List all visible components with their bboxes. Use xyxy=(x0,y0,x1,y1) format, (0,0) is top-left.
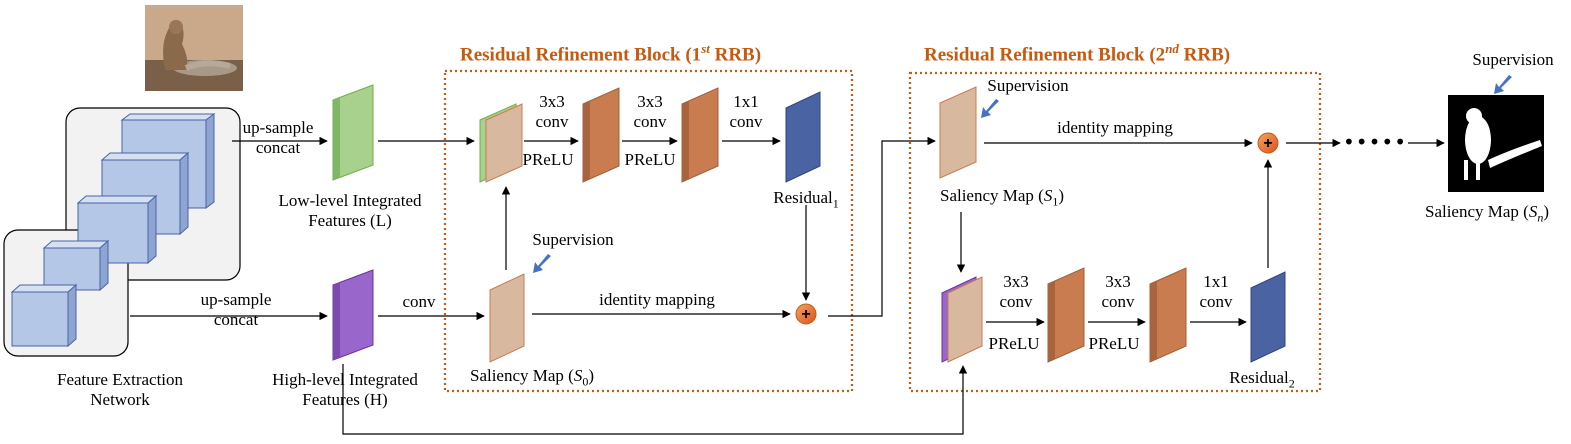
rrb2-title: Residual Refinement Block (2nd RRB) xyxy=(924,41,1231,66)
plus-node-1: + xyxy=(795,303,817,325)
supervision-arrow-icon-2 xyxy=(981,99,999,118)
input-image xyxy=(145,5,243,91)
supervision-arrow-icon-3 xyxy=(1494,75,1512,94)
rrb1-saliency-s0-slab xyxy=(489,273,525,363)
rrb1-border xyxy=(443,69,854,393)
supervision-label-2: Supervision xyxy=(987,76,1069,95)
rrb2-prelu-label-1: PReLU xyxy=(988,334,1040,353)
feature-extraction-network xyxy=(3,107,241,357)
rrb1-concat-slab xyxy=(479,103,523,183)
rrb1-title: Residual Refinement Block (1st RRB) xyxy=(460,41,762,66)
identity-mapping-label-1: identity mapping xyxy=(599,290,715,309)
continuation-dots: ••••• xyxy=(1343,130,1407,154)
rrb1-prelu-label-1: PReLU xyxy=(522,150,574,169)
svg-text:+: + xyxy=(801,306,810,323)
output-saliency-map xyxy=(1448,95,1544,192)
rrb1-conv1-slab xyxy=(582,87,620,183)
supervision-label-3: Supervision xyxy=(1472,50,1554,69)
residual1-label: Residual1 xyxy=(773,188,839,211)
rrb1-residual-slab xyxy=(785,91,821,183)
arrow-rrb1-to-rrb2 xyxy=(828,136,936,317)
supervision-label-1: Supervision xyxy=(532,230,614,249)
rrb1-conv2-slab xyxy=(681,87,719,183)
supervision-arrow-icon xyxy=(533,254,551,273)
plus-node-2: + xyxy=(1257,132,1279,154)
rrb2-conv2-slab xyxy=(1149,267,1187,363)
rrb2-residual-slab xyxy=(1250,271,1286,363)
saliency-s1-label: Saliency Map (S1) xyxy=(939,186,1065,209)
conv-label-high: conv xyxy=(402,292,436,311)
rrb2-prelu-label-2: PReLU xyxy=(1088,334,1140,353)
low-level-features-slab xyxy=(332,84,374,181)
rrb2-concat-slab xyxy=(941,276,983,363)
svg-text:+: + xyxy=(1263,135,1272,152)
rrb1-prelu-label-2: PReLU xyxy=(624,150,676,169)
identity-mapping-label-2: identity mapping xyxy=(1057,118,1173,137)
residual2-label: Residual2 xyxy=(1229,368,1295,391)
rrb2-conv1-slab xyxy=(1047,267,1085,363)
saliency-s0-label: Saliency Map (S0) xyxy=(469,366,595,389)
rrb2-border xyxy=(908,71,1322,393)
arrow-high-to-rrb2 xyxy=(342,364,968,435)
high-level-features-slab xyxy=(332,269,374,361)
rrb2-saliency-s1-slab xyxy=(939,86,977,179)
saliency-sn-label: Saliency Map (Sn) xyxy=(1424,202,1550,225)
